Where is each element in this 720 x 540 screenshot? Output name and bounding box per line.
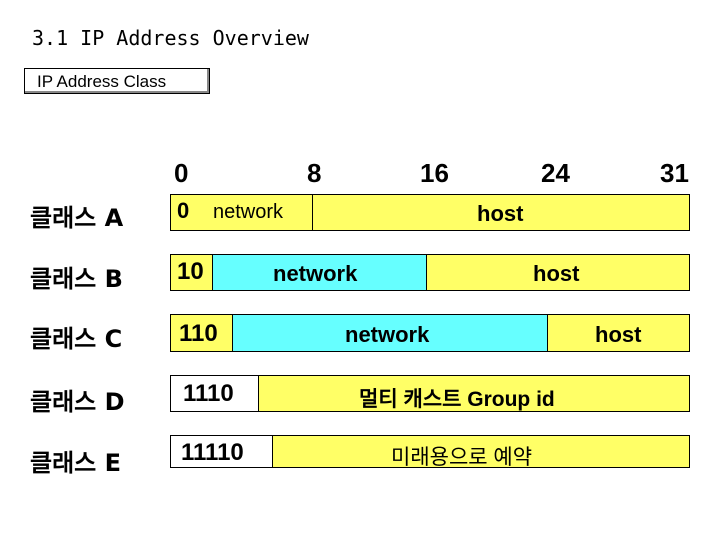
class-d-purpose-label: 멀티 캐스트 Group id	[359, 388, 555, 411]
class-c-host-label: host	[595, 322, 642, 347]
class-c-row: 110 network host	[170, 314, 690, 352]
class-b-label: 클래스 B	[30, 265, 123, 293]
class-c-network-segment	[233, 315, 548, 351]
class-b-prefix-segment	[171, 255, 213, 290]
bit-label-0: 0	[174, 158, 189, 188]
class-d-prefix-segment	[171, 376, 259, 411]
class-c-prefix: 110	[179, 320, 218, 347]
class-e-row: 11110 미래용으로 예약	[170, 435, 690, 469]
class-a-label: 클래스 A	[30, 204, 124, 232]
class-b-network-segment	[213, 255, 427, 290]
bit-label-16: 16	[420, 158, 449, 188]
subtitle-label: IP Address Class	[37, 72, 167, 91]
bit-label-31: 31	[660, 158, 689, 188]
page-title: 3.1 IP Address Overview	[32, 26, 309, 50]
class-b-row: 10 network host	[170, 254, 690, 291]
class-c-prefix-segment	[171, 315, 233, 351]
class-e-label: 클래스 E	[30, 449, 121, 477]
class-b-network-label: network	[273, 261, 358, 286]
class-c-network-label: network	[345, 322, 430, 347]
class-b-host-label: host	[533, 261, 580, 286]
class-e-purpose-label: 미래용으로 예약	[391, 446, 533, 469]
class-d-row: 1110 멀티 캐스트 Group id	[170, 375, 690, 412]
class-a-row: 0 network host	[170, 194, 690, 231]
class-b-prefix: 10	[177, 258, 204, 285]
class-e-prefix: 11110	[181, 439, 244, 466]
class-a-network-label: network	[213, 201, 284, 223]
class-e-prefix-segment	[171, 436, 273, 467]
class-d-prefix: 1110	[183, 380, 234, 407]
bit-label-24: 24	[541, 158, 570, 188]
class-c-label: 클래스 C	[30, 325, 123, 353]
class-d-label: 클래스 D	[30, 388, 125, 416]
class-a-host-label: host	[477, 201, 524, 226]
bit-label-8: 8	[307, 158, 322, 188]
class-a-prefix: 0	[177, 198, 190, 223]
subtitle-box: IP Address Class	[24, 68, 210, 94]
class-a-network-segment	[171, 195, 313, 230]
